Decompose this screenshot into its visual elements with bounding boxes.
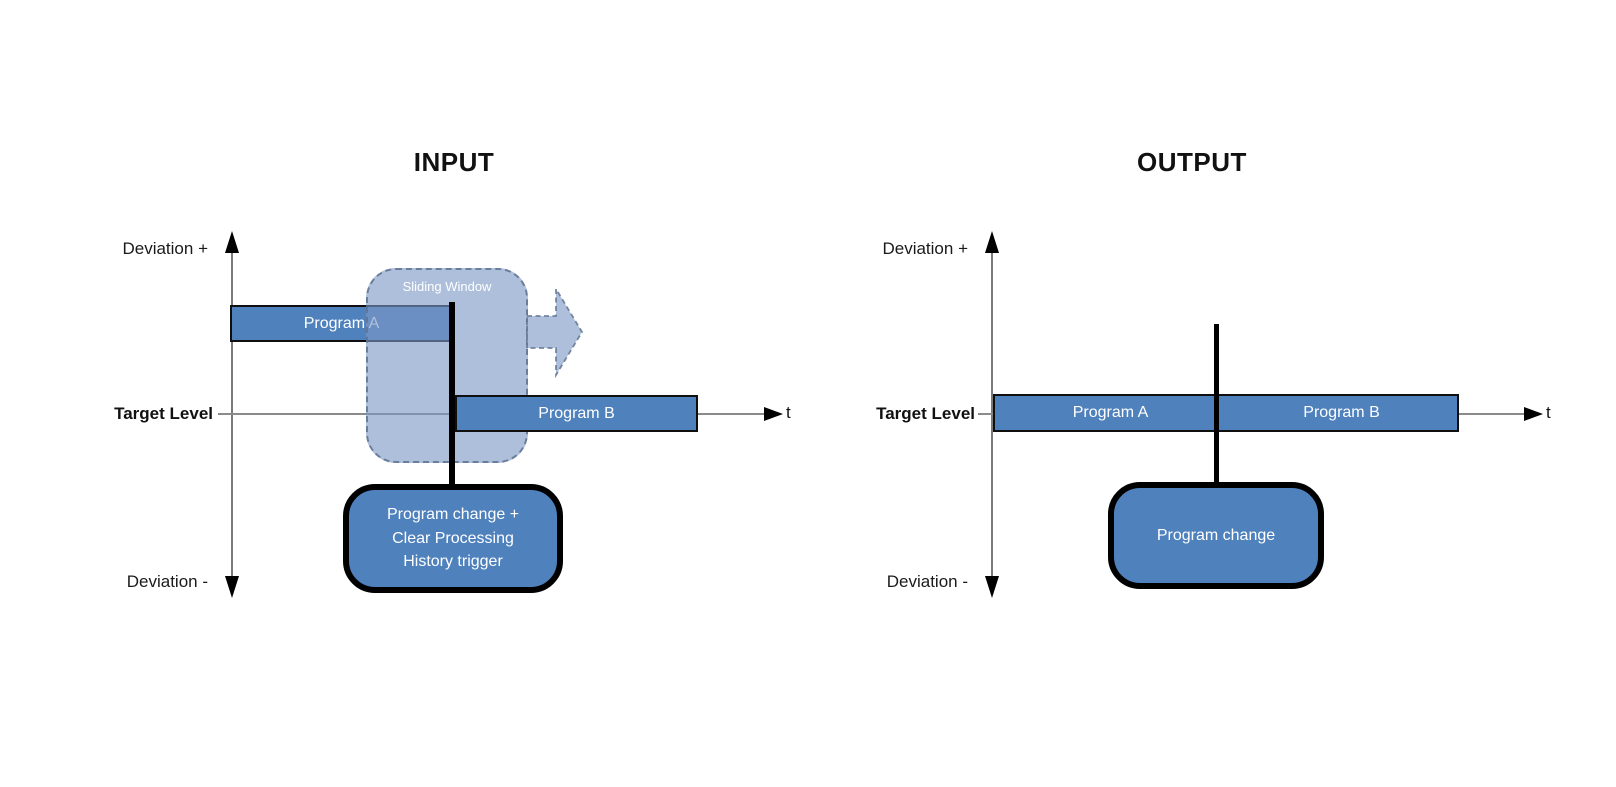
input-program-b-bar: Program B [455,395,698,432]
input-trigger-connector-line [449,302,455,485]
output-target-level-label: Target Level [876,404,975,423]
output-program-a-segment: Program A [995,404,1226,422]
input-program-b-label: Program B [538,404,615,422]
output-trigger-label: Program change [1156,526,1276,544]
input-program-a-label: Program A [303,314,380,332]
input-t-axis-arrow-icon [764,407,783,421]
input-trigger-line-3: History trigger [403,553,503,571]
output-t-axis-arrow-icon [1524,407,1543,421]
output-deviation-plus-label: Deviation + [882,239,968,258]
input-trigger-line-1: Program change + [386,506,520,524]
sliding-window-direction-arrow-icon [526,286,584,378]
output-program-bar: Program A Program B [993,394,1459,432]
output-panel-title: OUTPUT [1137,147,1247,177]
input-trigger-box: Program change + Clear Processing Histor… [343,484,563,593]
input-target-level-label: Target Level [114,404,213,423]
output-deviation-minus-label: Deviation - [886,572,968,591]
input-y-axis-line [231,250,233,580]
output-y-axis-arrow-down-icon [985,576,999,598]
output-t-axis-label: t [1546,403,1551,422]
input-panel-title: INPUT [413,147,495,177]
input-y-axis-arrow-down-icon [225,576,239,598]
output-y-axis-line [991,250,993,580]
output-program-b-label: Program B [1303,404,1380,421]
output-trigger-box: Program change [1108,482,1324,589]
input-y-axis-arrow-up-icon [225,231,239,253]
output-program-a-label: Program A [1072,404,1149,421]
input-t-axis-label: t [786,403,791,422]
output-program-b-segment: Program B [1226,404,1457,422]
input-deviation-plus-label: Deviation + [122,239,208,258]
input-deviation-minus-label: Deviation - [126,572,208,591]
input-sliding-window-label: Sliding Window [402,279,492,294]
input-trigger-line-2: Clear Processing [392,529,514,547]
output-y-axis-arrow-up-icon [985,231,999,253]
input-sliding-window: Sliding Window [366,268,528,463]
output-trigger-connector-line [1214,324,1219,484]
